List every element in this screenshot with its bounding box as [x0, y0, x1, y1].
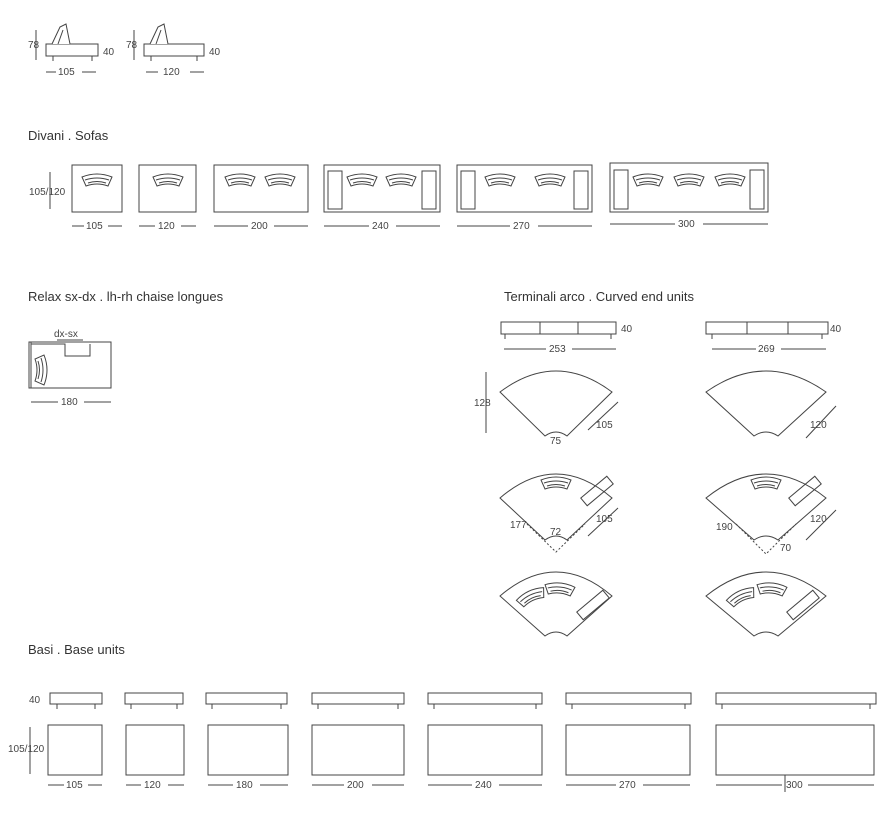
armrest — [327, 170, 343, 210]
seat-cushion-icon — [346, 173, 378, 187]
sofa-width-label: 105 — [86, 221, 103, 232]
armrest — [460, 170, 476, 210]
curved-inner-small-label: 70 — [780, 543, 792, 554]
base-width-label: 180 — [236, 780, 253, 791]
sofas-group: 105/120 105 120 200 — [29, 162, 769, 232]
seat-cushion-icon — [750, 476, 782, 490]
base-width-label: 300 — [786, 780, 803, 791]
seat-cushion-icon — [756, 582, 788, 597]
sofa-200: 200 — [213, 164, 309, 232]
seat-cushion-icon — [714, 173, 746, 187]
bases-group: 40 105/120 105 120 180 200 — [8, 692, 877, 792]
curved-bar-height-label: 40 — [621, 324, 633, 335]
seat-cushion-icon — [34, 354, 48, 386]
base-270: 270 — [565, 692, 692, 791]
section-title-sofas: Divani . Sofas — [28, 128, 109, 143]
curved-unit-269: 40 269 120 190 70 120 — [705, 321, 842, 637]
base-width-label: 240 — [475, 780, 492, 791]
seat-cushion-icon — [673, 173, 705, 187]
base-105: 105 — [47, 692, 103, 791]
seat-cushion-icon — [534, 173, 566, 187]
base-width-label: 120 — [144, 780, 161, 791]
sofa-depth-label: 105/120 — [29, 187, 66, 198]
seat-cushion-icon — [224, 173, 256, 187]
profile-seat-label: 40 — [209, 47, 221, 58]
base-width-label: 270 — [619, 780, 636, 791]
seat-cushion-icon — [385, 173, 417, 187]
sofa-120: 120 — [138, 164, 197, 232]
seat-cushion-icon — [264, 173, 296, 187]
base-200: 200 — [311, 692, 405, 791]
seat-cushion-icon — [725, 587, 755, 608]
curved-outer-left-label: 177 — [510, 520, 527, 531]
profile-width-label: 120 — [163, 67, 180, 78]
sofa-width-label: 240 — [372, 221, 389, 232]
seat-cushion-icon — [515, 587, 545, 608]
base-width-label: 105 — [66, 780, 83, 791]
curved-length-label: 269 — [758, 344, 775, 355]
chaise-longue-180: dx-sx 180 — [28, 329, 112, 408]
armrest — [576, 589, 610, 621]
seat-cushion-icon — [484, 173, 516, 187]
curved-bar-height-label: 40 — [830, 324, 842, 335]
section-title-curved: Terminali arco . Curved end units — [504, 289, 695, 304]
section-title-relax: Relax sx-dx . lh-rh chaise longues — [28, 289, 224, 304]
armrest — [788, 475, 822, 507]
curved-depth-label: 128 — [474, 398, 491, 409]
chaise-variant-label: dx-sx — [54, 329, 78, 340]
armrest — [421, 170, 437, 210]
armrest — [580, 475, 614, 507]
curved-side-label: 120 — [810, 420, 827, 431]
base-120: 120 — [124, 692, 185, 791]
sofa-240: 240 — [323, 164, 441, 232]
armrest — [786, 589, 820, 621]
profile-height-label: 78 — [28, 40, 40, 51]
seat-cushion-icon — [81, 173, 113, 187]
profile-height-label: 78 — [126, 40, 138, 51]
base-height-label: 40 — [29, 695, 41, 706]
armrest — [613, 169, 629, 210]
sofa-width-label: 120 — [158, 221, 175, 232]
curved-length-label: 253 — [549, 344, 566, 355]
sofa-300: 300 — [609, 162, 769, 230]
side-profile-120: 78 40 120 — [126, 23, 221, 78]
curved-side-label: 105 — [596, 420, 613, 431]
curved-side2-label: 105 — [596, 514, 613, 525]
base-300: 300 — [715, 692, 877, 792]
sofa-width-label: 200 — [251, 221, 268, 232]
curved-side2-label: 120 — [810, 514, 827, 525]
sofa-width-label: 300 — [678, 219, 695, 230]
profile-seat-label: 40 — [103, 47, 115, 58]
profile-width-label: 105 — [58, 67, 75, 78]
section-title-bases: Basi . Base units — [28, 642, 125, 657]
seat-cushion-icon — [544, 582, 576, 597]
base-depth-label: 105/120 — [8, 744, 45, 755]
curved-unit-253: 40 253 128 75 105 177 72 105 — [474, 321, 633, 637]
seat-cushion-icon — [152, 173, 184, 187]
sofa-270: 270 — [456, 164, 593, 232]
base-240: 240 — [427, 692, 543, 791]
curved-outer-left-label: 190 — [716, 522, 733, 533]
curved-inner-label: 75 — [550, 436, 562, 447]
seat-cushion-icon — [632, 173, 664, 187]
seat-cushion-icon — [540, 476, 572, 490]
side-profile-105: 78 40 105 — [28, 23, 115, 78]
chaise-width-label: 180 — [61, 397, 78, 408]
armrest — [573, 170, 589, 210]
base-180: 180 — [205, 692, 289, 791]
sofa-width-label: 270 — [513, 221, 530, 232]
curved-inner-small-label: 72 — [550, 527, 562, 538]
base-width-label: 200 — [347, 780, 364, 791]
sofa-105: 105 — [71, 164, 123, 232]
armrest — [749, 169, 765, 210]
